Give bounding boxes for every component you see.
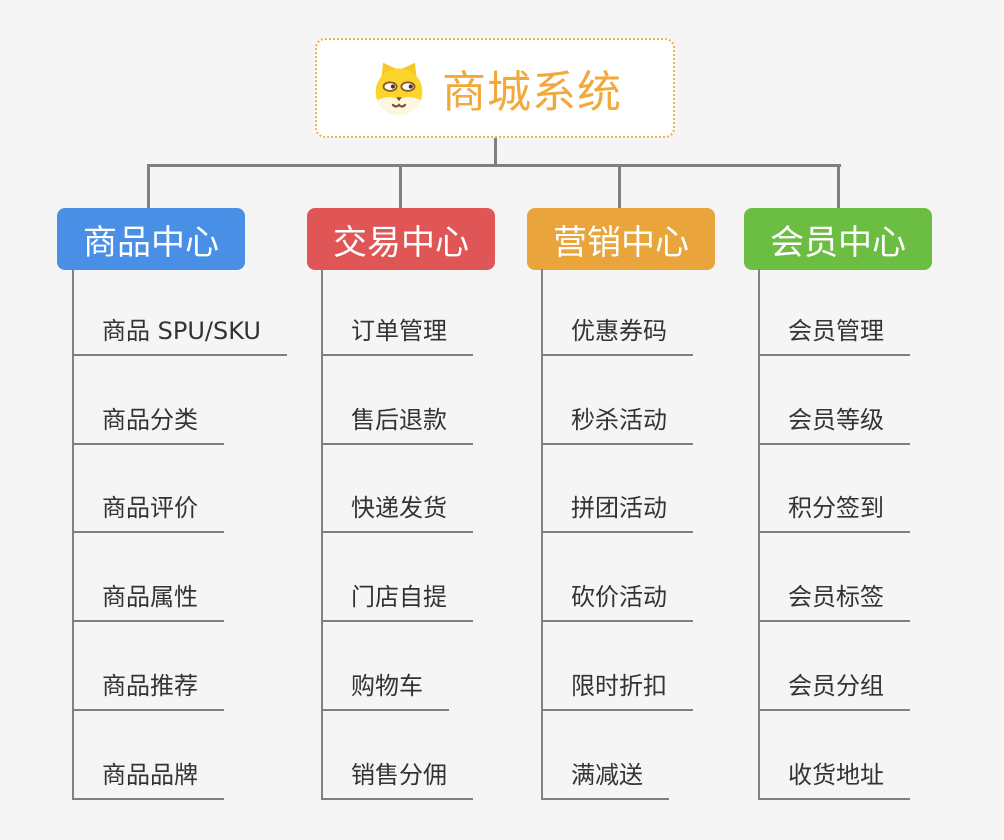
tree-item[interactable]: 销售分佣 — [322, 711, 473, 800]
tree-item[interactable]: 订单管理 — [322, 267, 473, 356]
tree-item[interactable]: 快递发货 — [322, 445, 473, 534]
connector-column-line — [758, 269, 760, 800]
tree-item[interactable]: 积分签到 — [759, 445, 910, 534]
tree-item[interactable]: 拼团活动 — [542, 445, 693, 534]
root-node[interactable]: 商城系统 — [315, 38, 675, 138]
tree-item[interactable]: 商品评价 — [73, 445, 224, 534]
branch-header-1[interactable]: 交易中心 — [307, 208, 495, 270]
connector-branch-stub — [617, 164, 621, 210]
branch-header-3[interactable]: 会员中心 — [744, 208, 932, 270]
connector-branch-stub — [836, 164, 840, 210]
branch-column-2: 优惠券码秒杀活动拼团活动砍价活动限时折扣满减送 — [541, 267, 693, 800]
connector-root-stub — [494, 138, 497, 166]
tree-item[interactable]: 会员等级 — [759, 356, 910, 445]
connector-branch-stub — [146, 164, 150, 210]
connector-column-line — [321, 269, 323, 800]
root-title: 商城系统 — [442, 67, 622, 118]
tree-item[interactable]: 会员管理 — [759, 267, 910, 356]
dog-face-icon — [368, 58, 430, 118]
tree-item[interactable]: 满减送 — [542, 711, 669, 800]
tree-item[interactable]: 商品 SPU/SKU — [73, 267, 287, 356]
tree-item[interactable]: 会员分组 — [759, 622, 910, 711]
branch-header-2[interactable]: 营销中心 — [527, 208, 715, 270]
connector-column-line — [72, 269, 74, 800]
tree-item[interactable]: 商品属性 — [73, 533, 224, 623]
branch-column-1: 订单管理售后退款快递发货门店自提购物车销售分佣 — [321, 267, 473, 800]
tree-item[interactable]: 商品推荐 — [73, 622, 224, 711]
tree-item[interactable]: 售后退款 — [322, 356, 473, 445]
branch-column-3: 会员管理会员等级积分签到会员标签会员分组收货地址 — [758, 267, 910, 800]
tree-item[interactable]: 限时折扣 — [542, 622, 693, 711]
connector-column-line — [541, 269, 543, 800]
tree-item[interactable]: 优惠券码 — [542, 267, 693, 356]
tree-item[interactable]: 砍价活动 — [542, 533, 693, 623]
tree-item[interactable]: 秒杀活动 — [542, 356, 693, 445]
tree-item[interactable]: 购物车 — [322, 622, 449, 711]
tree-item[interactable]: 收货地址 — [759, 711, 910, 800]
tree-item[interactable]: 会员标签 — [759, 533, 910, 623]
branch-header-0[interactable]: 商品中心 — [57, 208, 245, 270]
connector-horizontal-line — [148, 164, 841, 167]
connector-branch-stub — [398, 164, 402, 210]
tree-item[interactable]: 门店自提 — [322, 533, 473, 623]
tree-item[interactable]: 商品品牌 — [73, 711, 224, 800]
tree-item[interactable]: 商品分类 — [73, 356, 224, 445]
